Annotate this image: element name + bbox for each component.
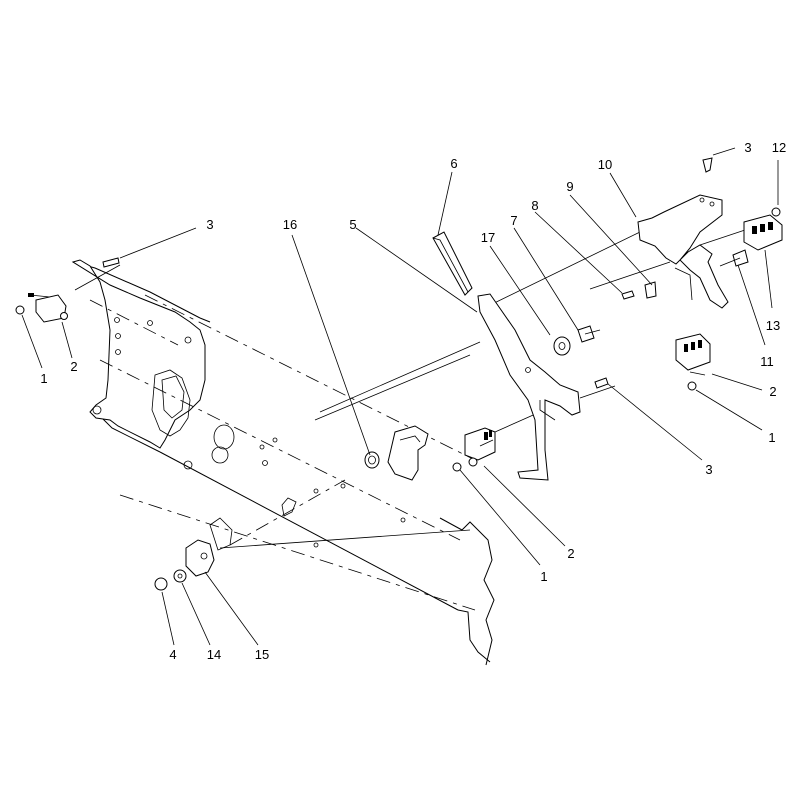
callout-1-right: 1 [768, 430, 775, 445]
bracket-part-10 [637, 194, 729, 309]
callout-12: 12 [772, 140, 786, 155]
callout-labels: 1 2 3 16 5 6 17 7 8 9 10 3 12 13 11 2 1 … [40, 140, 786, 662]
screw-center-right [594, 377, 609, 389]
screw-top-left [102, 257, 120, 268]
callout-8: 8 [531, 198, 538, 213]
callout-2-left: 2 [70, 359, 77, 374]
callout-3-center: 3 [705, 462, 712, 477]
callout-10: 10 [598, 157, 612, 172]
callout-13: 13 [766, 318, 780, 333]
callout-14: 14 [207, 647, 221, 662]
leader-lines [21, 147, 779, 646]
switch-upper-right [743, 207, 783, 251]
callout-3-top-right: 3 [744, 140, 751, 155]
pin-part-8 [621, 290, 635, 300]
clip-part-9 [644, 281, 657, 299]
callout-5: 5 [349, 217, 356, 232]
callout-4: 4 [169, 647, 176, 662]
panel-holes [209, 424, 406, 551]
washer-part-14 [173, 569, 187, 583]
callout-17: 17 [481, 230, 495, 245]
nut-part-4 [154, 577, 168, 591]
switch-bracket [387, 425, 429, 481]
switch-center [452, 427, 496, 472]
clamp-part-15 [185, 539, 215, 577]
callout-15: 15 [255, 647, 269, 662]
screw-top-right [702, 157, 713, 173]
assembly-lines [29, 229, 746, 611]
switch-lower-right [675, 333, 711, 391]
callout-9: 9 [566, 179, 573, 194]
callout-2-center: 2 [567, 546, 574, 561]
bushing-part-16 [364, 451, 380, 469]
callout-3-left: 3 [206, 217, 213, 232]
callout-11: 11 [760, 354, 774, 369]
callout-1-left: 1 [40, 371, 47, 386]
grip-part-6 [432, 231, 473, 296]
callout-6: 6 [450, 156, 457, 171]
switch-left [28, 293, 68, 323]
callout-1-center: 1 [540, 569, 547, 584]
bolt-part-7 [577, 325, 601, 343]
callout-7: 7 [510, 213, 517, 228]
callout-2-right: 2 [769, 384, 776, 399]
lever-part-5 [477, 293, 581, 481]
nut-left [15, 305, 25, 315]
left-mounting-plate [71, 259, 206, 470]
bolt-part-11 [719, 249, 749, 267]
callout-16: 16 [283, 217, 297, 232]
washer-part-17 [553, 336, 571, 356]
